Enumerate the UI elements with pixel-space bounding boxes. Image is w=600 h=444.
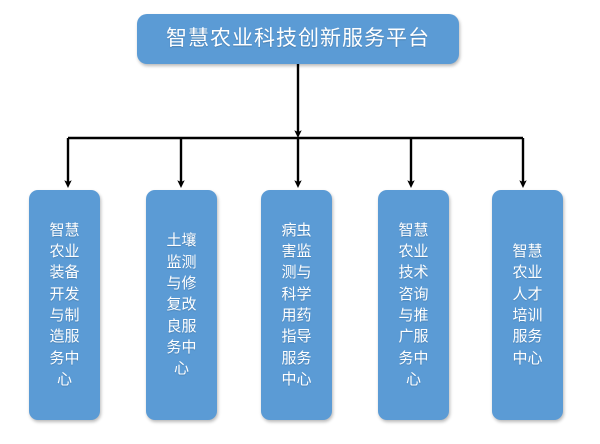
child-node-soil[interactable]: 土壤监测与修复改良服务中心 (146, 190, 217, 420)
child-node-consulting[interactable]: 智慧农业技术咨询与推广服务中心 (378, 190, 449, 420)
child-node-training[interactable]: 智慧农业人才培训服务中心 (492, 190, 563, 420)
child-node-label: 智慧农业技术咨询与推广服务中心 (398, 220, 429, 388)
child-node-label: 土壤监测与修复改良服务中心 (166, 231, 197, 378)
child-node-label: 病虫害监测与科学用药指导服务中心 (281, 220, 312, 388)
child-node-label: 智慧农业装备开发与制造服务中心 (49, 220, 80, 388)
root-node-label: 智慧农业科技创新服务平台 (166, 26, 430, 51)
root-node-platform[interactable]: 智慧农业科技创新服务平台 (137, 14, 459, 64)
child-node-label: 智慧农业人才培训服务中心 (512, 242, 543, 367)
child-node-equipment[interactable]: 智慧农业装备开发与制造服务中心 (29, 190, 100, 420)
child-node-pest[interactable]: 病虫害监测与科学用药指导服务中心 (261, 190, 332, 420)
